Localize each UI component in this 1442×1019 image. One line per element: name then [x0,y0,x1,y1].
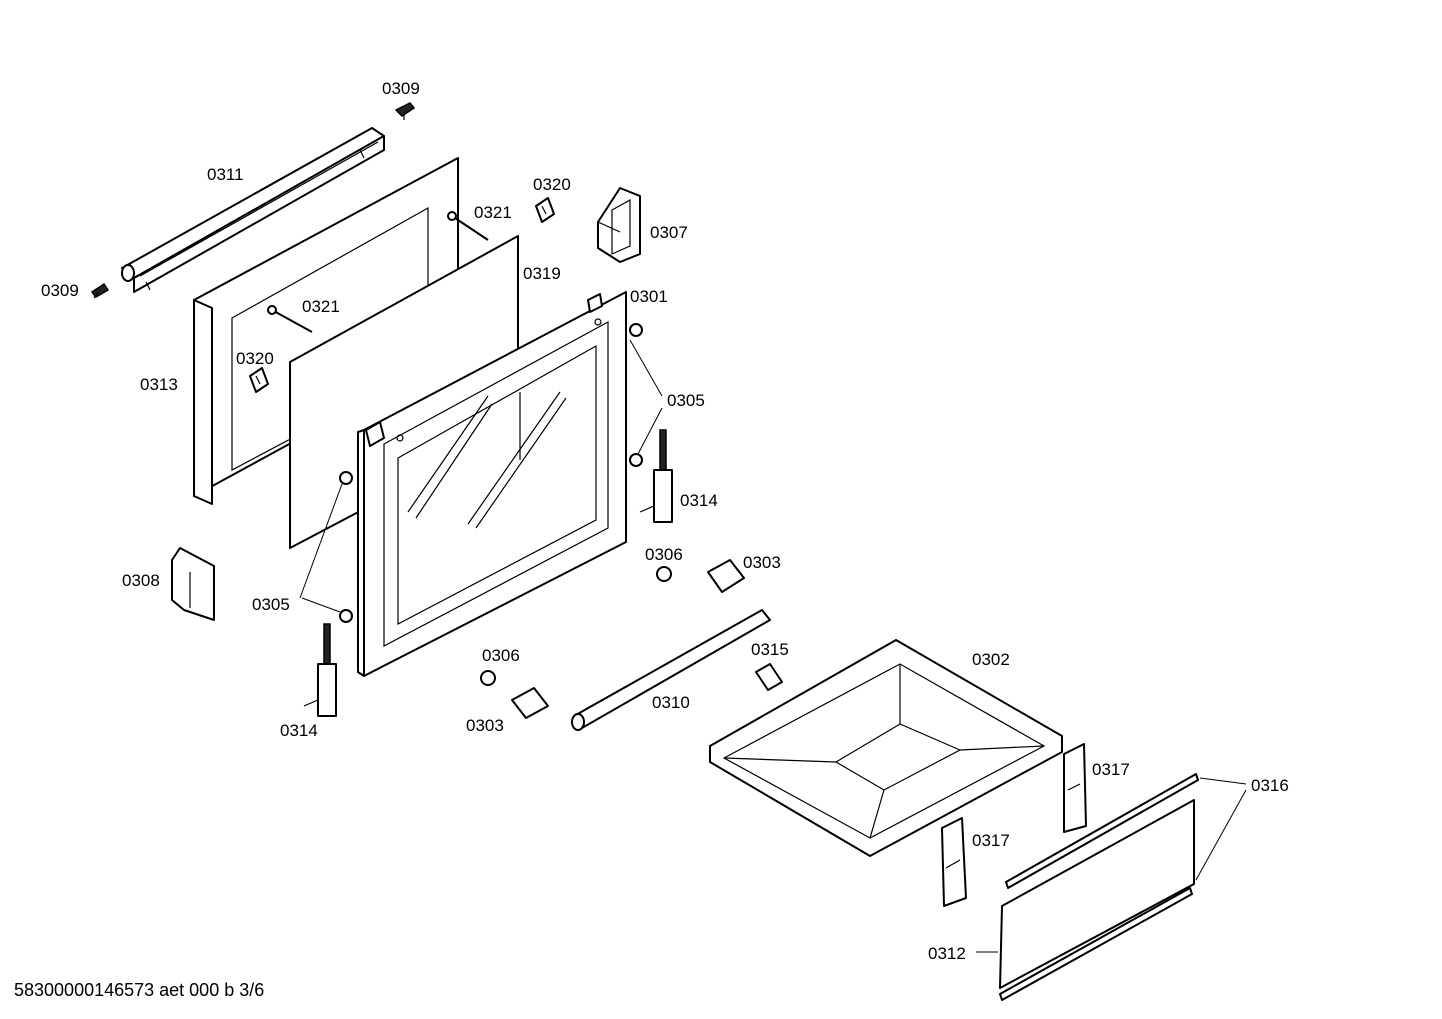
part-0308-bracket [171,547,215,621]
label-0301: 0301 [630,287,668,306]
label-0305-right: 0305 [667,391,705,410]
label-0306-left: 0306 [482,646,520,665]
label-0309-left: 0309 [41,281,79,300]
label-0309-top: 0309 [382,79,420,98]
label-0314-right: 0314 [680,491,718,510]
label-0316: 0316 [1251,776,1289,795]
part-0302-tray [709,639,1063,857]
part-0321-rod-mid [267,305,313,333]
label-0307: 0307 [650,223,688,242]
label-0317-right: 0317 [1092,760,1130,779]
label-0320-top: 0320 [533,175,571,194]
part-0312-bottom-glass [999,799,1195,989]
part-0305-bumpers [339,323,643,623]
part-0309-screw-left [90,282,110,299]
label-0313: 0313 [140,375,178,394]
part-0314-hinge-left [303,623,337,717]
part-0320-clip-top [535,197,555,223]
part-0321-rod-top [447,211,489,241]
part-0309-screw-top [394,102,416,120]
leader-lines [299,339,1247,953]
part-0301-door-frame [357,291,627,677]
part-0306-caps [480,566,672,686]
part-0316-strips [999,773,1199,1001]
label-0312: 0312 [928,944,966,963]
label-0317-left: 0317 [972,831,1010,850]
label-0306-right: 0306 [645,545,683,564]
label-0310: 0310 [652,693,690,712]
part-0314-hinge-right [639,429,673,523]
label-0319: 0319 [523,264,561,283]
label-0305-left: 0305 [252,595,290,614]
part-0311-top-trim [121,127,385,293]
part-0317-rail-right [1063,743,1087,833]
label-0302: 0302 [972,650,1010,669]
part-0317-rail-left [941,817,967,907]
part-0315-bracket [755,663,783,691]
label-0321-top: 0321 [474,203,512,222]
label-0315: 0315 [751,640,789,659]
label-0311: 0311 [207,165,244,184]
part-0307-bracket [597,187,641,263]
part-labels: 0309 0311 0309 0320 0321 0307 0319 0321 … [41,79,1289,963]
label-0308: 0308 [122,571,160,590]
label-0303-right: 0303 [743,553,781,572]
part-0303-endcaps [511,559,745,719]
label-0314-left: 0314 [280,721,318,740]
label-0320-mid: 0320 [236,349,274,368]
label-0321-mid: 0321 [302,297,340,316]
part-0310-handle [571,609,771,731]
drawing-code: 58300000146573 aet 000 b 3/6 [14,980,265,1000]
part-0320-clip-mid [249,367,269,393]
label-0303-left: 0303 [466,716,504,735]
